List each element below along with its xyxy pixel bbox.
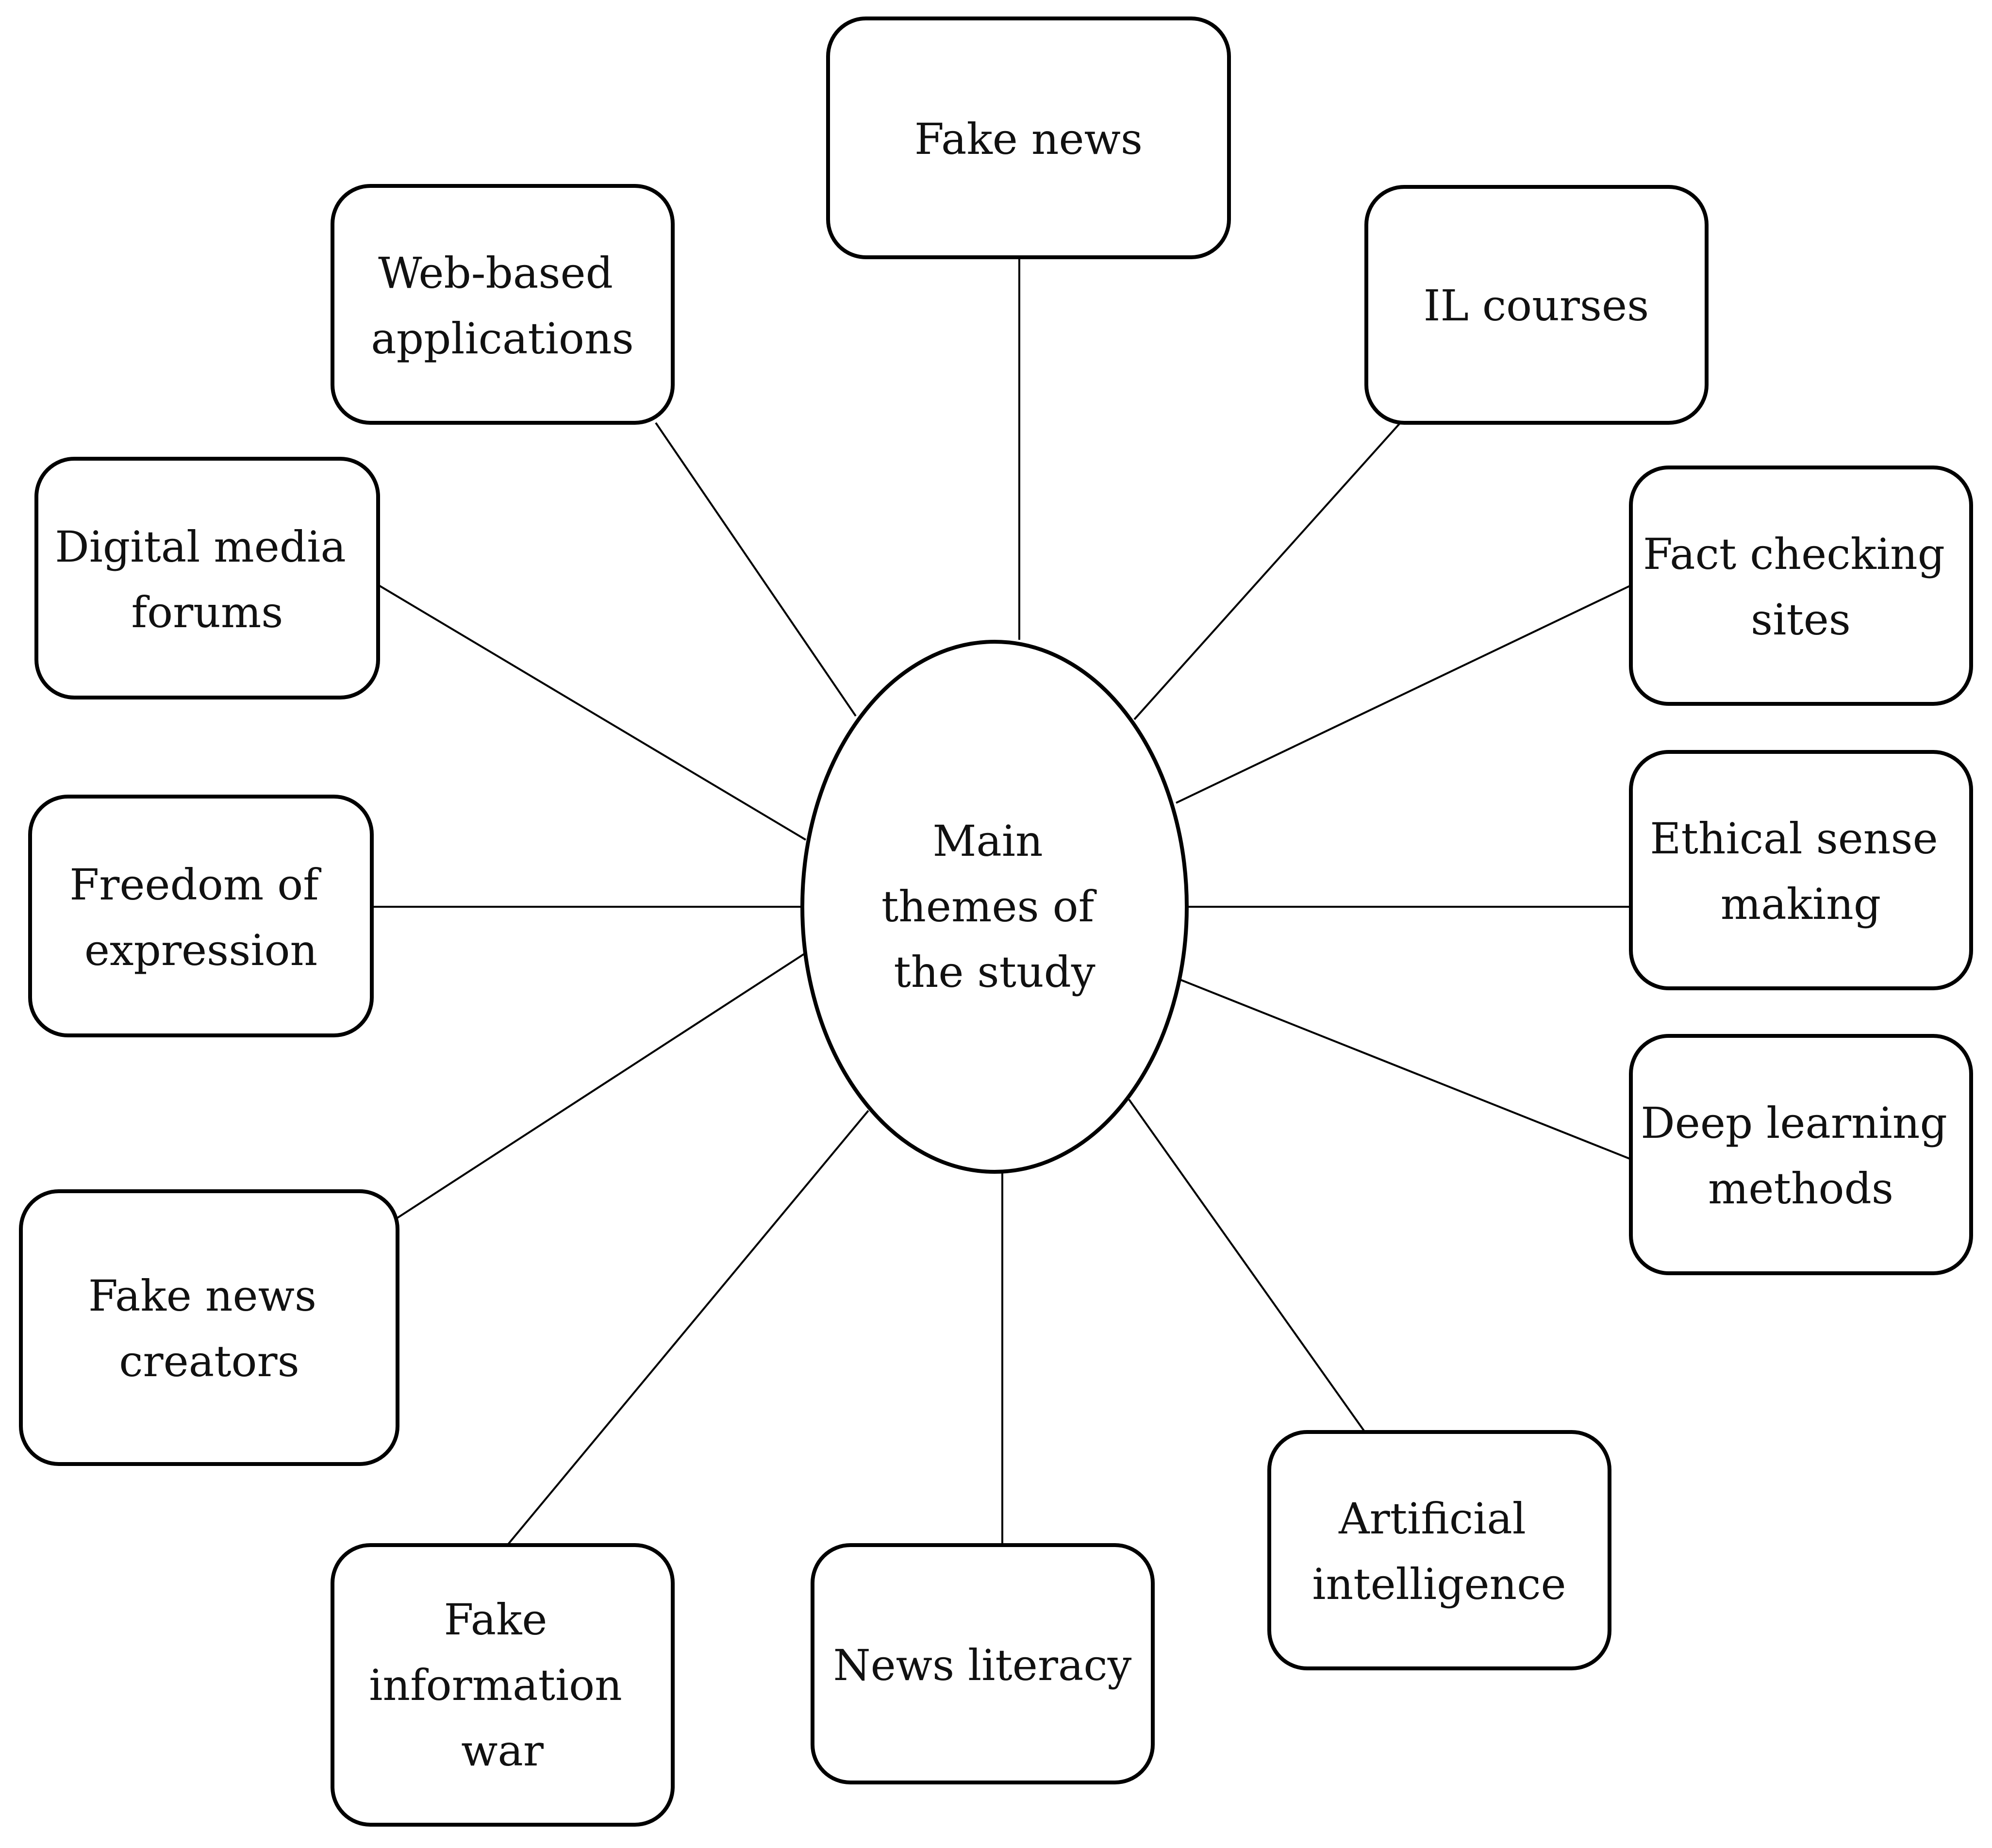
node-label: Fake information war	[369, 1595, 636, 1776]
node-label: Web-based applications	[371, 248, 634, 364]
node-label-line: Freedom of	[69, 860, 321, 910]
node-label-line: expression	[84, 925, 317, 975]
node-label-line: Web-based	[378, 248, 613, 298]
node-label-line: intelligence	[1312, 1559, 1566, 1609]
node-box	[19, 1189, 399, 1466]
connector-fake-news-creators	[378, 953, 805, 1231]
node-fake-news-creators: Fake news creators	[19, 1189, 399, 1466]
node-box	[331, 1543, 675, 1827]
connector-web-based-applications	[655, 422, 857, 717]
connectors	[372, 257, 1631, 1548]
node-label-line: Deep learning	[1641, 1098, 1947, 1148]
node-label-line: IL courses	[1424, 281, 1649, 331]
node-label: Fake news	[914, 114, 1143, 164]
node-box	[34, 457, 380, 699]
center-label: Main themes of the study	[881, 816, 1108, 997]
node-label-line: making	[1721, 879, 1881, 929]
center-label-line: Main	[932, 816, 1043, 866]
node-label-line: Fact checking	[1643, 529, 1945, 579]
center-label-line: themes of	[881, 882, 1097, 932]
connector-artificial-intelligence	[1128, 1099, 1366, 1433]
center-ellipse	[800, 640, 1189, 1174]
node-box	[1629, 1034, 1973, 1275]
node-label-line: applications	[371, 314, 634, 364]
node-label-line: sites	[1751, 595, 1851, 645]
node-label: Artificial intelligence	[1312, 1494, 1566, 1609]
connector-il-courses	[1133, 422, 1401, 720]
node-label-line: Fake	[444, 1595, 548, 1645]
node-fake-information-war: Fake information war	[331, 1543, 675, 1827]
node-label-line: creators	[119, 1336, 299, 1386]
node-ethical-sense-making: Ethical sense making	[1629, 750, 1973, 990]
node-fact-checking-sites: Fact checking sites	[1629, 466, 1973, 706]
node-box	[28, 795, 374, 1037]
node-label-line: Fake news	[914, 114, 1143, 164]
node-artificial-intelligence: Artificial intelligence	[1267, 1430, 1611, 1670]
node-label-line: Artificial	[1338, 1494, 1526, 1544]
connector-fake-information-war	[505, 1110, 869, 1548]
node-digital-media-forums: Digital media forums	[34, 457, 380, 699]
node-label: News literacy	[833, 1640, 1132, 1690]
node-box	[1364, 185, 1709, 425]
node-label-line: News literacy	[833, 1640, 1132, 1690]
node-label: Fake news creators	[88, 1271, 330, 1386]
node-label-line: forums	[132, 587, 283, 637]
node-label-line: information	[369, 1660, 622, 1710]
node-label: Digital media forums	[55, 522, 360, 637]
node-box	[826, 17, 1231, 259]
node-deep-learning-methods: Deep learning methods	[1629, 1034, 1973, 1275]
node-box	[811, 1543, 1155, 1784]
node-box	[331, 184, 675, 425]
connector-fact-checking-sites	[1176, 584, 1631, 804]
connector-digital-media-forums	[377, 584, 807, 841]
node-freedom-of-expression: Freedom of expression	[28, 795, 374, 1037]
node-label: Ethical sense making	[1650, 814, 1951, 929]
node-fake-news: Fake news	[826, 17, 1231, 259]
node-label: Fact checking sites	[1643, 529, 1959, 645]
node-label-line: war	[461, 1726, 544, 1776]
center-node: Main themes of the study	[800, 640, 1189, 1174]
node-news-literacy: News literacy	[811, 1543, 1155, 1784]
center-label-line: the study	[894, 947, 1096, 997]
node-label-line: Digital media	[55, 522, 346, 572]
node-label-line: methods	[1708, 1164, 1893, 1214]
connector-deep-learning-methods	[1179, 979, 1631, 1160]
node-box	[1629, 750, 1973, 990]
node-label: Freedom of expression	[69, 860, 332, 975]
node-label-line: Ethical sense	[1650, 814, 1938, 864]
node-label: Deep learning methods	[1641, 1098, 1961, 1214]
node-label: IL courses	[1424, 281, 1649, 331]
node-label-line: Fake news	[88, 1271, 316, 1321]
node-box	[1629, 466, 1973, 706]
node-web-based-applications: Web-based applications	[331, 184, 675, 425]
node-box	[1267, 1430, 1611, 1670]
node-il-courses: IL courses	[1364, 185, 1709, 425]
